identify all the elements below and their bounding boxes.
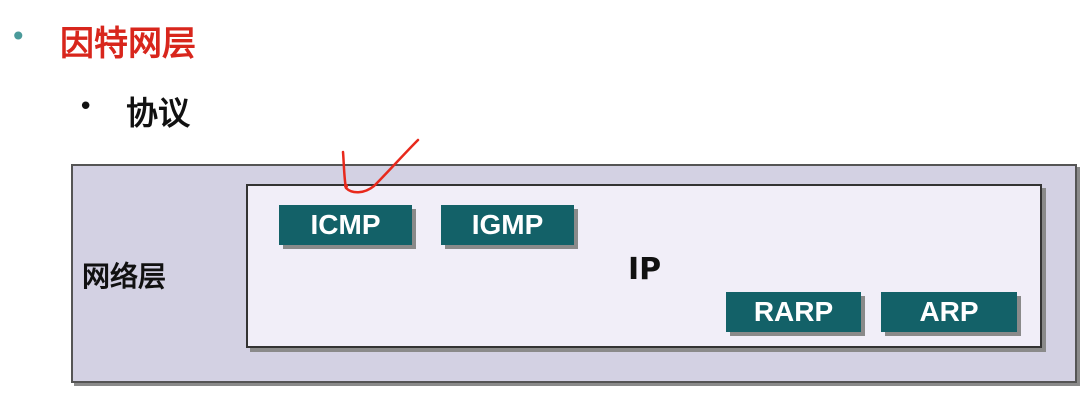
- icmp-protocol-box: ICMP: [279, 205, 412, 245]
- subsection-title: 协议: [126, 94, 191, 132]
- ip-label: IP: [628, 252, 662, 287]
- section-title: 因特网层: [60, 24, 196, 64]
- subheading-bullet: •: [78, 92, 94, 122]
- arp-protocol-box: ARP: [881, 292, 1017, 332]
- network-layer-label: 网络层: [82, 260, 167, 293]
- checkmark-annotation-icon: [341, 138, 420, 194]
- rarp-protocol-box: RARP: [726, 292, 861, 332]
- igmp-protocol-box: IGMP: [441, 205, 574, 245]
- heading-bullet: •: [10, 20, 27, 53]
